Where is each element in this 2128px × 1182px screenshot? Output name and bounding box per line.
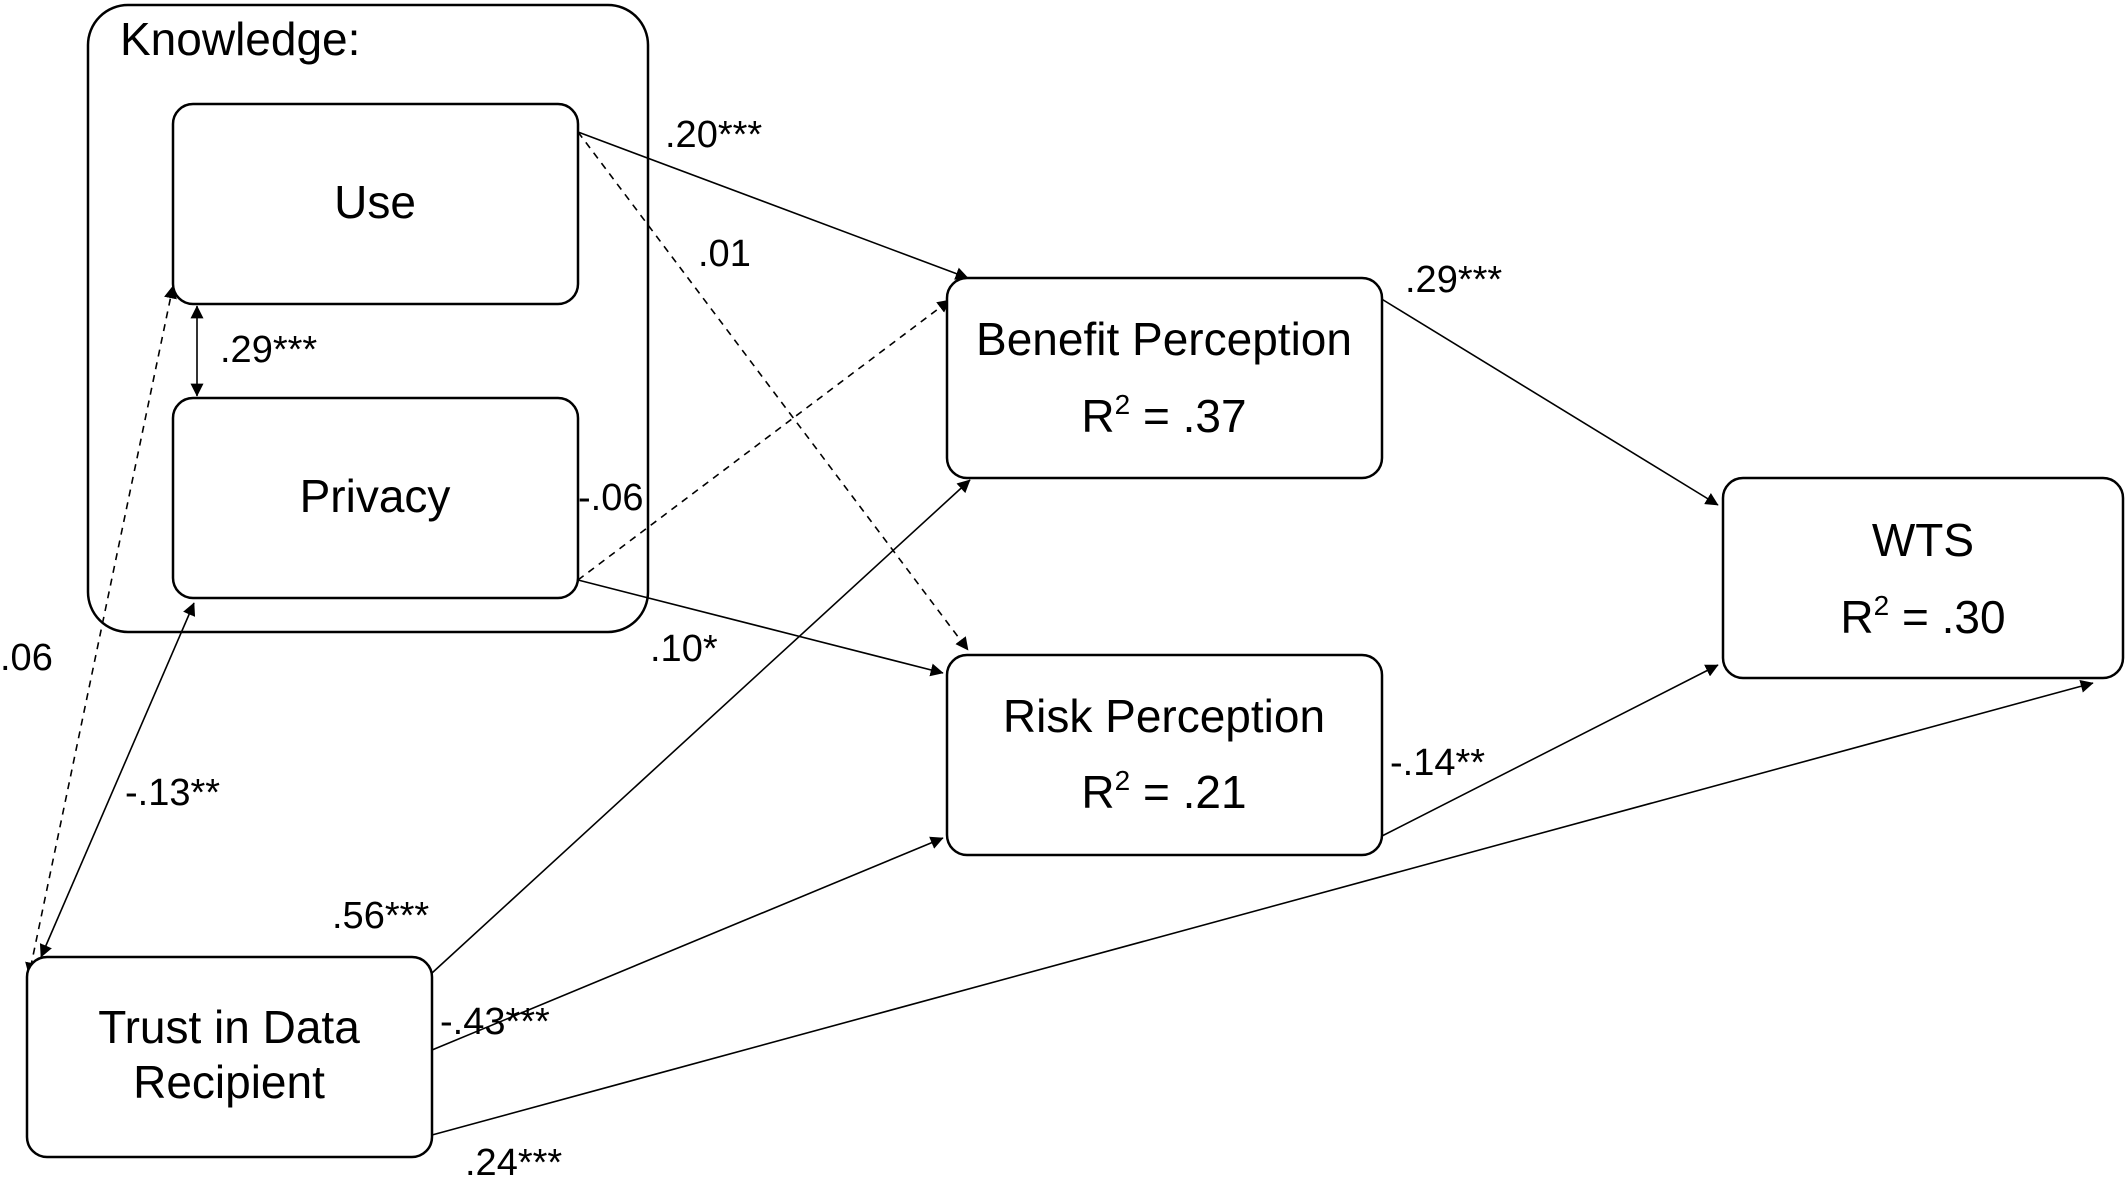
node-risk-r2: R2 = .21 (1081, 765, 1246, 818)
node-trust-in-data-recipient: Trust in Data Recipient (25, 955, 434, 1159)
coef-privacy-trust: -.13** (125, 772, 220, 814)
node-wts-label: WTS (1872, 514, 1974, 566)
coef-risk-wts: -.14** (1390, 742, 1485, 784)
knowledge-group-label: Knowledge: (120, 13, 360, 65)
node-privacy-label: Privacy (300, 470, 451, 522)
node-risk-perception: Risk Perception R2 = .21 (945, 653, 1384, 857)
edge-trust-benefit (431, 479, 971, 974)
coef-trust-risk: -.43*** (440, 1001, 550, 1043)
coef-benefit-wts: .29*** (1405, 259, 1502, 301)
node-risk-label: Risk Perception (1003, 690, 1325, 742)
node-wts: WTS R2 = .30 (1721, 476, 2125, 680)
edge-trust-risk (431, 836, 944, 1051)
coef-privacy-benefit: -.06 (578, 477, 643, 519)
node-benefit-r2: R2 = .37 (1081, 389, 1246, 442)
coef-use-risk: .01 (698, 233, 751, 275)
node-wts-r2: R2 = .30 (1840, 590, 2005, 643)
node-benefit-perception: Benefit Perception R2 = .37 (945, 276, 1384, 480)
node-benefit-label: Benefit Perception (976, 313, 1352, 365)
node-use: Use (171, 102, 580, 306)
edge-privacy-risk (577, 579, 944, 677)
edge-use-benefit (577, 131, 969, 280)
edge-use-risk (577, 131, 969, 651)
node-use-label: Use (334, 176, 416, 228)
edge-benefit-wts (1379, 297, 1719, 506)
coef-use-trust: .06 (0, 637, 53, 679)
node-privacy: Privacy (171, 396, 580, 600)
coef-trust-wts: .24*** (465, 1142, 562, 1182)
edge-trust-wts (431, 679, 2094, 1136)
edge-risk-wts (1379, 664, 1719, 838)
coef-use-benefit: .20*** (665, 114, 762, 156)
coef-trust-benefit: .56*** (332, 895, 429, 937)
coef-use-privacy: .29*** (220, 329, 317, 371)
edge-privacy-trust (39, 602, 196, 958)
node-trust-label-line1: Trust in Data (98, 1001, 360, 1053)
node-trust-label-line2: Recipient (133, 1056, 325, 1108)
coef-privacy-risk: .10* (650, 628, 718, 670)
